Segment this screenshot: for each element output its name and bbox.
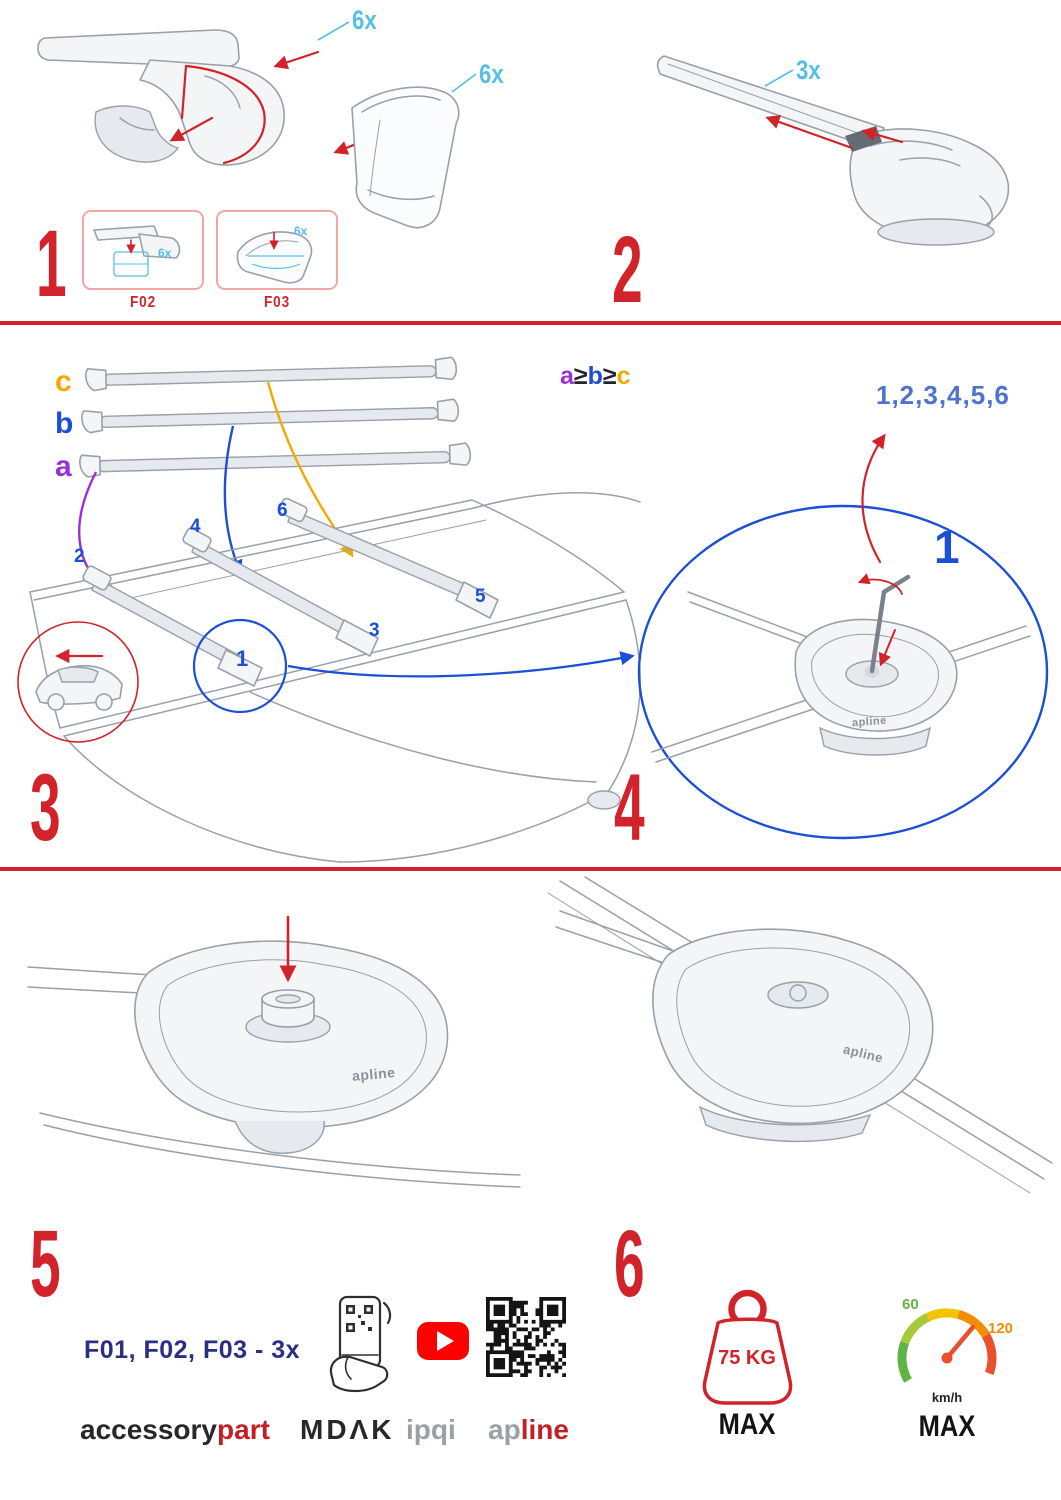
rule-ge-1: ≥: [573, 362, 588, 390]
brand-accessory-text: accessory: [80, 1414, 218, 1445]
bar-label-b: b: [55, 407, 74, 440]
press-arrow: [878, 629, 896, 667]
f02-label: F02: [129, 294, 156, 311]
weight-max-label: MAX: [718, 1408, 776, 1441]
section-divider-1: [0, 321, 1061, 325]
step1-cap-qty-label: 6x: [479, 59, 504, 89]
speedometer-icon: [897, 1308, 997, 1383]
step2-qty-label: 3x: [796, 55, 821, 85]
f02-qty-label: 6x: [158, 246, 172, 260]
clamp-front-drawing: [27, 915, 521, 1188]
step4-number: 4: [614, 755, 645, 861]
position-number-2: 2: [74, 546, 85, 567]
f03-qty-label: 6x: [294, 224, 308, 238]
step1-cover-qty-label: 6x: [352, 5, 377, 35]
tightening-sequence-label: 1,2,3,4,5,6: [876, 380, 1010, 410]
position-number-6: 6: [277, 500, 288, 521]
position-number-3: 3: [369, 620, 380, 641]
row1-illustrations: [37, 21, 1010, 246]
rule-a: a: [560, 362, 574, 390]
speed-max-label: MAX: [918, 1410, 976, 1443]
brand-ap-text: ap: [488, 1414, 521, 1445]
speed-120-label: 120: [988, 1320, 1014, 1337]
row2-illustrations: [17, 356, 1049, 863]
brand-part-text: part: [217, 1414, 270, 1445]
bar-label-a: a: [55, 450, 72, 483]
bar-b-guide-arrow: [223, 425, 243, 575]
step3-number: 3: [30, 755, 61, 861]
rule-b: b: [587, 362, 603, 390]
zoom-connector-arrow: [287, 651, 635, 678]
youtube-icon: [417, 1322, 469, 1360]
rotate-arrow: [857, 573, 903, 595]
brand-apline: apline: [488, 1414, 569, 1446]
position-number-1: 1: [236, 646, 249, 671]
roof-overview-drawing: [29, 492, 641, 863]
speed-60-label: 60: [902, 1296, 919, 1313]
step2-illustration: [656, 55, 1010, 246]
size-order-rule: a≥b≥c: [560, 362, 631, 391]
bar-label-c: c: [55, 365, 72, 398]
clamp-rear-drawing: [547, 876, 1053, 1194]
sequence-arrow: [861, 433, 886, 564]
cover-cap-drawing: [351, 86, 460, 229]
qr-code: [486, 1297, 566, 1377]
phone-qr-scan-icon: [329, 1295, 392, 1393]
f03-label: F03: [263, 294, 290, 311]
crossbars-drawing: [79, 356, 472, 478]
position-number-5: 5: [475, 586, 486, 607]
step5-number: 5: [30, 1211, 61, 1317]
position-number-4: 4: [190, 516, 201, 537]
position-1-highlight-circle: [192, 618, 288, 714]
speed-unit-label: km/h: [931, 1390, 963, 1405]
part-inset-f02: 6x: [82, 210, 204, 290]
mounted-crossbars: [82, 497, 499, 687]
driving-direction-inset: [17, 621, 139, 743]
weight-limit-icon: [702, 1289, 793, 1405]
brand-ipqi: ipqi: [406, 1414, 456, 1445]
allen-key-drawing: [869, 574, 911, 674]
step2-number: 2: [612, 217, 643, 323]
brand-line-text: line: [520, 1414, 569, 1445]
f02-part-drawing: [93, 225, 181, 277]
rule-ge-2: ≥: [602, 362, 617, 390]
weight-value: 75 KG: [718, 1347, 776, 1369]
rule-c: c: [616, 362, 631, 390]
step6-number: 6: [614, 1211, 645, 1317]
step1-illustration: [37, 21, 477, 229]
first-position-number: 1: [934, 521, 960, 573]
part-inset-f03: 6x: [216, 210, 338, 290]
row3-illustrations: [27, 876, 1053, 1194]
step1-number: 1: [36, 211, 67, 317]
detail-zoom-drawing: [637, 433, 1049, 840]
speed-needle: [944, 1324, 976, 1361]
parts-quantity-line: F01, F02, F03 - 3x: [84, 1336, 301, 1364]
step4-part-brand: apline: [851, 714, 888, 730]
section-divider-2: [0, 867, 1061, 871]
brand-accessorypart: accessorypart: [80, 1414, 270, 1446]
play-icon: [437, 1331, 454, 1351]
brand-mdak: MDΛK: [300, 1414, 395, 1445]
f03-part-drawing: [236, 231, 313, 284]
